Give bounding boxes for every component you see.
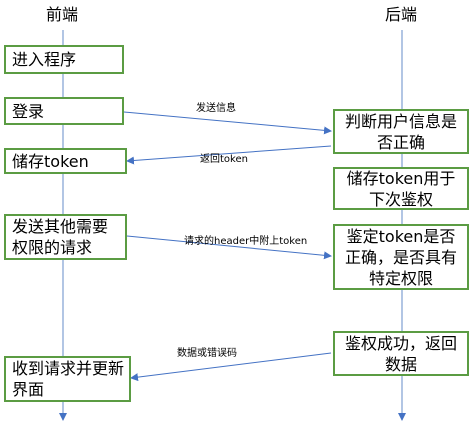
arrow-return-token	[126, 145, 332, 165]
label-send-info: 发送信息	[196, 103, 236, 114]
label-data-or-error: 数据或错误码	[177, 348, 237, 359]
box-judge-user: 判断用户信息是否正确	[333, 109, 469, 154]
box-auth-success: 鉴权成功，返回数据	[333, 331, 469, 376]
arrow-send-info	[123, 111, 332, 135]
label-return-token: 返回token	[200, 154, 248, 165]
arrow-header-token	[126, 235, 332, 260]
box-verify-token: 鉴定token是否正确，是否具有特定权限	[333, 224, 469, 290]
backend-title: 后端	[385, 5, 418, 24]
box-send-requests: 发送其他需要权限的请求	[4, 214, 127, 260]
box-receive-update: 收到请求并更新界面	[4, 356, 131, 402]
box-login: 登录	[4, 97, 124, 125]
frontend-title: 前端	[46, 5, 79, 24]
box-enter-program: 进入程序	[4, 45, 124, 74]
label-header-token: 请求的header中附上token	[184, 236, 308, 247]
arrow-data-or-error	[130, 352, 332, 382]
box-store-token-back: 储存token用于下次鉴权	[333, 167, 469, 210]
box-store-token-front: 储存token	[4, 148, 127, 174]
